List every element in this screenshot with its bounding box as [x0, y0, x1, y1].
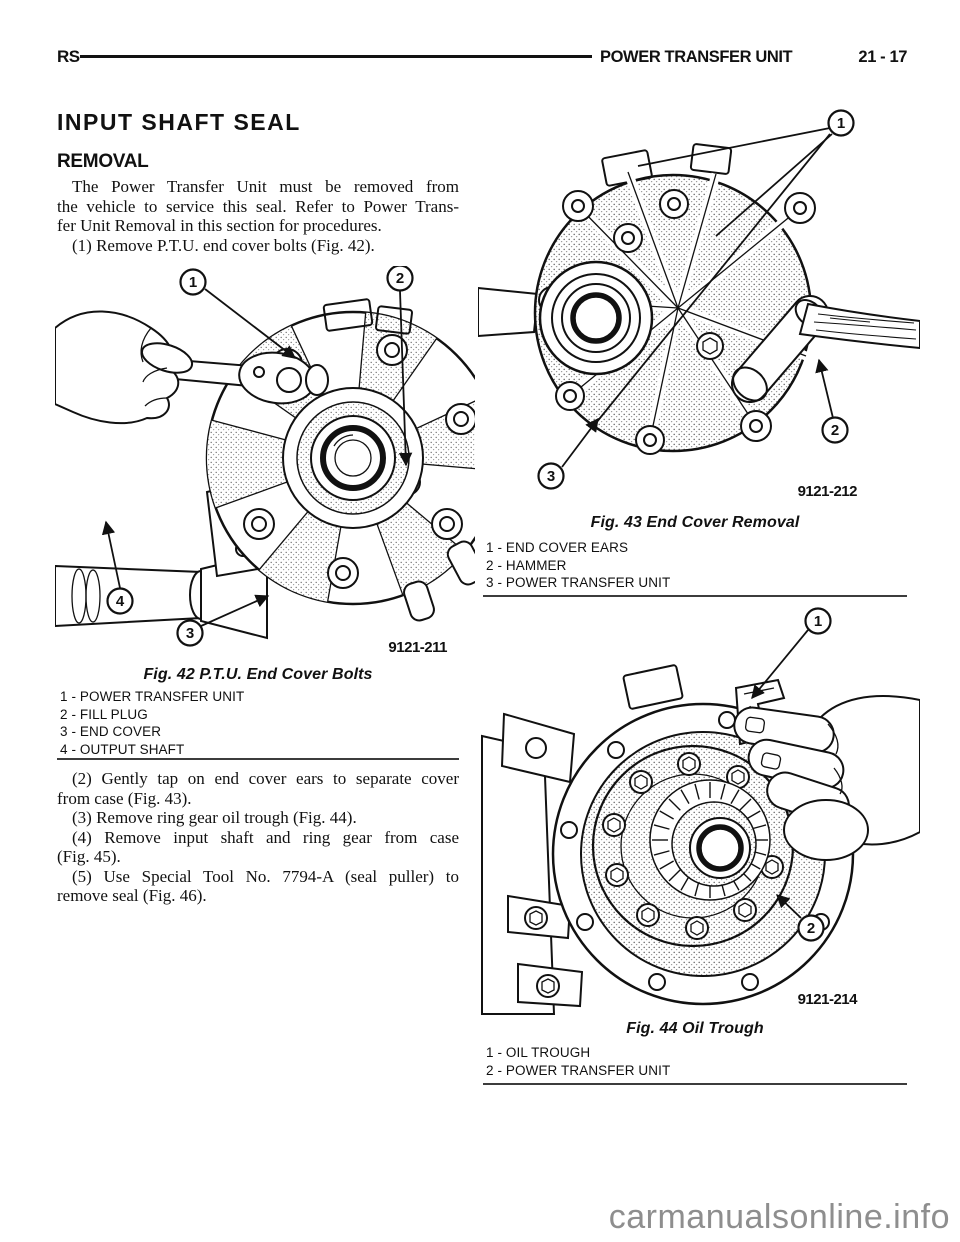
fig44-illustration: 1 2 9121-214 [481, 607, 920, 1015]
steps-paragraph: (2) Gently tap on end cover ears to sepa… [57, 769, 459, 906]
svg-text:4: 4 [116, 593, 125, 610]
ring-gear-drawing [591, 744, 795, 948]
legend-item: 3 - POWER TRANSFER UNIT [486, 575, 671, 590]
svg-text:3: 3 [186, 625, 194, 642]
legend-item: 1 - END COVER EARS [486, 540, 629, 555]
watermark: carmanualsonline.info [608, 1198, 950, 1236]
fig42-rule [57, 758, 459, 760]
body-line: fer Unit Removal in this section for pro… [57, 216, 382, 235]
svg-text:1: 1 [814, 613, 822, 630]
fig42-caption: Fig. 42 P.T.U. End Cover Bolts [143, 666, 373, 683]
fig44-legend: 1 - OIL TROUGH 2 - POWER TRANSFER UNIT [486, 1044, 907, 1079]
body-line: the vehicle to service this seal. Refer … [57, 196, 459, 216]
callout-3: 3 [537, 417, 599, 490]
svg-text:1: 1 [189, 274, 197, 291]
body-line: (Fig. 45). [57, 847, 121, 866]
fig43-legend: 1 - END COVER EARS 2 - HAMMER 3 - POWER … [486, 539, 907, 592]
hammer-drawing [730, 295, 920, 403]
svg-text:3: 3 [547, 468, 555, 485]
header-section-title: POWER TRANSFER UNIT [600, 48, 793, 66]
section-heading: REMOVAL [57, 151, 149, 172]
standoff-block-drawing [622, 664, 684, 710]
callout-2: 2 [386, 266, 414, 467]
hand-drawing [55, 310, 194, 425]
svg-text:2: 2 [396, 270, 404, 287]
body-line: remove seal (Fig. 46). [57, 886, 207, 905]
body-line: (5) Use Special Tool No. 7794-A (seal pu… [72, 866, 459, 886]
fig43-illustration: 1 2 3 9121-212 [478, 109, 920, 500]
intro-paragraph: The Power Transfer Unit must be removed … [57, 177, 459, 255]
fig42-legend: 1 - POWER TRANSFER UNIT 2 - FILL PLUG 3 … [60, 688, 459, 758]
case-arm-drawing [481, 712, 584, 1015]
svg-text:2: 2 [831, 422, 839, 439]
callout-1: 1 [595, 109, 855, 424]
legend-item: 3 - END COVER [60, 724, 162, 739]
legend-item: 2 - FILL PLUG [60, 706, 148, 722]
header-model-code: RS [57, 47, 80, 66]
hand-drawing [733, 695, 920, 861]
legend-item: 2 - POWER TRANSFER UNIT [486, 1062, 671, 1078]
figure-code: 9121-212 [798, 483, 858, 500]
legend-item: 1 - OIL TROUGH [486, 1045, 591, 1060]
fig43-caption: Fig. 43 End Cover Removal [590, 514, 800, 531]
body-line: The Power Transfer Unit must be removed … [72, 177, 459, 196]
body-line: (2) Gently tap on end cover ears to sepa… [72, 769, 459, 788]
callout-2: 2 [776, 894, 825, 942]
legend-item: 2 - HAMMER [486, 557, 567, 573]
header-page-number: 21 - 17 [858, 48, 907, 66]
callout-1: 1 [751, 607, 832, 700]
power-transfer-unit-drawing [533, 143, 816, 455]
figure-code: 9121-214 [798, 991, 859, 1008]
svg-text:2: 2 [807, 920, 815, 937]
callout-2: 2 [815, 358, 849, 444]
shaft-stub-drawing [478, 286, 540, 338]
legend-item: 1 - POWER TRANSFER UNIT [60, 689, 245, 704]
body-line: (3) Remove ring gear oil trough (Fig. 44… [72, 808, 357, 827]
body-line: (4) Remove input shaft and ring gear fro… [72, 827, 459, 847]
body-line: from case (Fig. 43). [57, 788, 192, 808]
legend-item: 4 - OUTPUT SHAFT [60, 741, 185, 757]
fig44-rule [483, 1083, 907, 1085]
article-title: INPUT SHAFT SEAL [57, 109, 301, 135]
svg-text:1: 1 [837, 115, 845, 132]
header-rule [80, 55, 592, 58]
callout-3: 3 [176, 594, 270, 647]
callout-1: 1 [179, 268, 297, 359]
fig44-caption: Fig. 44 Oil Trough [626, 1020, 764, 1037]
fig43-rule [483, 595, 907, 597]
body-line: (1) Remove P.T.U. end cover bolts (Fig. … [72, 235, 375, 255]
fig42-illustration: 1 2 3 4 9121-211 [55, 266, 475, 656]
figure-code: 9121-211 [388, 639, 447, 656]
callout-4: 4 [101, 520, 134, 615]
